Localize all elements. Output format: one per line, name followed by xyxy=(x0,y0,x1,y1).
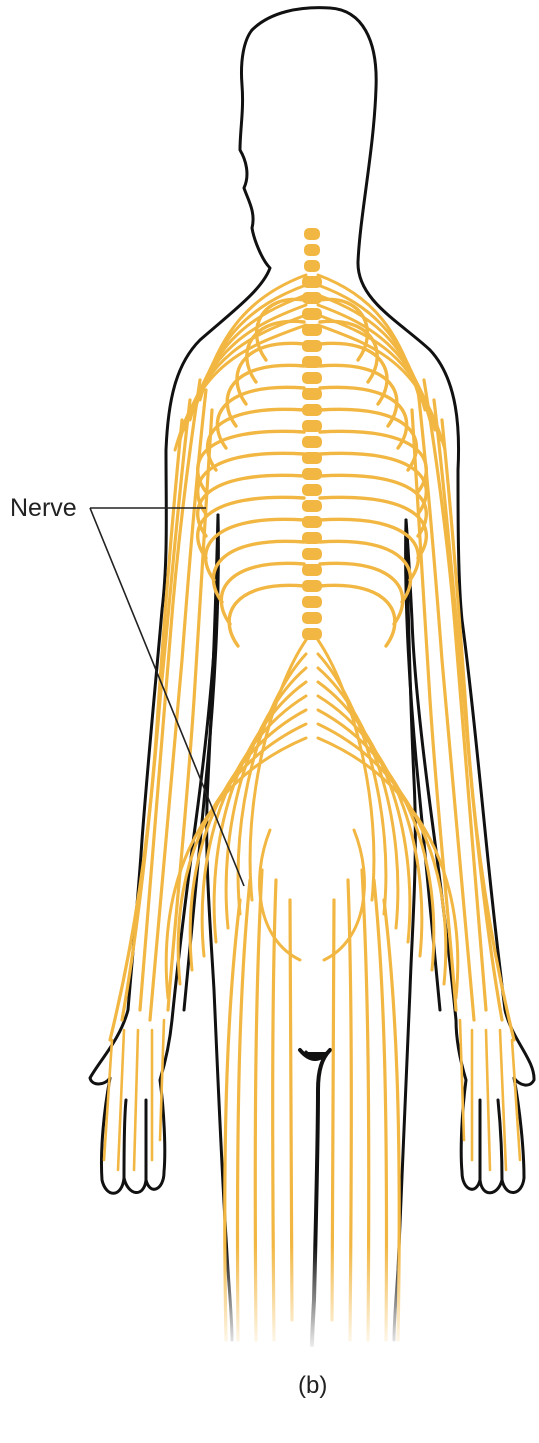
lumbar-nerve-right xyxy=(318,654,386,914)
intercostal-nerve-right xyxy=(320,453,426,514)
intercostal-nerve-right xyxy=(320,475,426,536)
intercostal-nerve-left xyxy=(198,453,304,514)
pelvic-nerve-left xyxy=(260,830,300,960)
spinal-segment xyxy=(302,628,322,640)
spinal-segment xyxy=(302,340,322,352)
intercostal-nerve-right xyxy=(320,431,426,492)
nerve-label: Nerve xyxy=(10,494,77,522)
panel-label: (b) xyxy=(298,1372,327,1399)
finger-nerve-left xyxy=(134,1030,138,1170)
intercostal-nerve-right xyxy=(320,541,411,602)
lumbar-nerve-left xyxy=(238,654,306,914)
spinal-segment xyxy=(302,436,322,448)
spinal-segment xyxy=(302,516,322,528)
intercostal-nerve-left xyxy=(198,431,304,492)
spinal-segment xyxy=(302,500,322,512)
spinal-segment xyxy=(302,484,322,496)
spinal-segment xyxy=(302,548,322,560)
intercostal-nerve-left xyxy=(198,497,304,558)
arm-nerve-right xyxy=(442,420,514,1040)
spinal-segment xyxy=(302,564,322,576)
intercostal-nerve-left xyxy=(213,541,304,602)
spinal-segment xyxy=(302,468,322,480)
finger-nerve-right xyxy=(486,1030,490,1170)
intercostal-nerve-left xyxy=(221,563,304,624)
nerve-network xyxy=(104,228,520,1340)
brachial-nerve-right xyxy=(318,295,430,420)
intercostal-nerve-left xyxy=(198,475,304,536)
spinal-segment xyxy=(302,420,322,432)
intercostal-nerve-left xyxy=(206,519,304,580)
intercostal-nerve-right xyxy=(320,519,418,580)
spinal-segment xyxy=(302,596,322,608)
intercostal-nerve-right xyxy=(320,563,403,624)
leg-fade xyxy=(0,1245,539,1355)
intercostal-nerve-left xyxy=(229,585,304,646)
spinal-segment xyxy=(302,388,322,400)
lumbar-nerve-right xyxy=(318,640,374,900)
spinal-segment xyxy=(304,260,320,272)
pelvic-nerve-right xyxy=(324,830,364,960)
spinal-segment xyxy=(304,244,320,256)
body-outline xyxy=(90,8,534,1345)
lumbar-nerve-left xyxy=(250,640,306,900)
spinal-segment xyxy=(302,372,322,384)
intercostal-nerve-right xyxy=(320,585,395,646)
spinal-segment xyxy=(304,228,320,240)
intercostal-nerve-right xyxy=(320,497,426,558)
spinal-segment xyxy=(302,612,322,624)
